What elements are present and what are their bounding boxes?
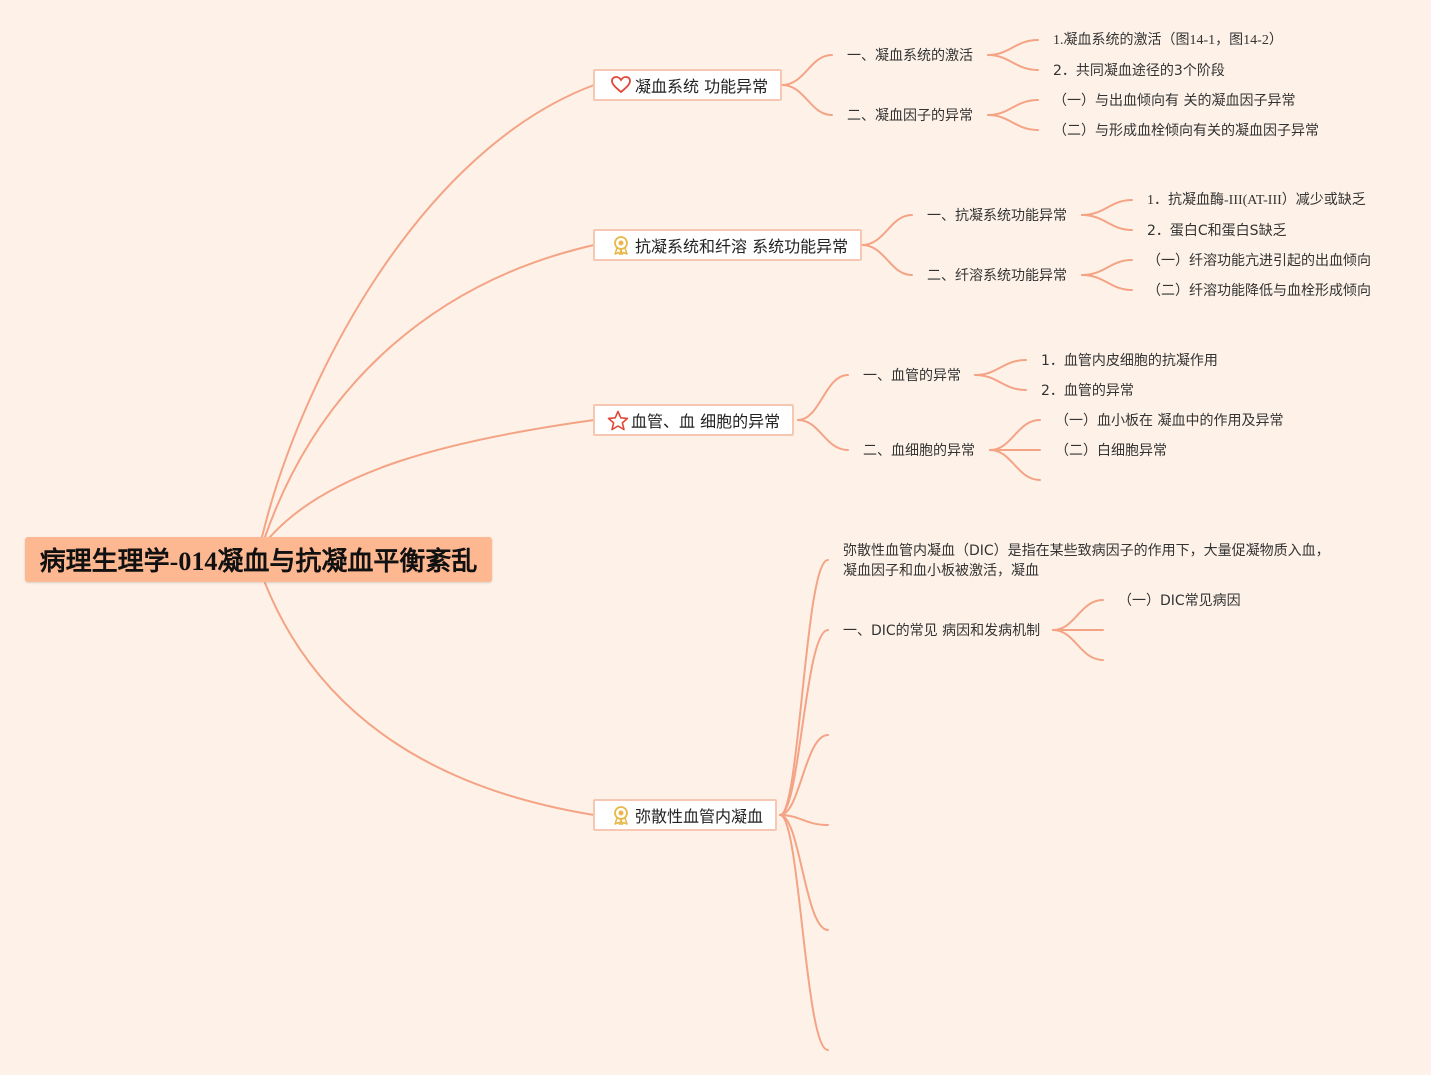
branch-label: 凝血系统 功能异常 — [635, 77, 769, 96]
leaf-platelet[interactable]: （一）血小板在 凝血中的作用及异常 — [1055, 413, 1284, 429]
star-icon — [607, 410, 629, 431]
leaf-vessel-abnormal[interactable]: 2．血管的异常 — [1041, 383, 1134, 399]
leaf-leukocyte[interactable]: （二）白细胞异常 — [1055, 443, 1167, 459]
heart-icon — [611, 75, 631, 95]
branch-anticoag-fibrinolysis[interactable]: 抗凝系统和纤溶 系统功能异常 — [593, 229, 863, 261]
dic-definition[interactable]: 弥散性血管内凝血（DIC）是指在某些致病因子的作用下，大量促凝物质入血，凝血因子… — [843, 543, 1330, 579]
leaf-hyperfibrinolysis[interactable]: （一）纤溶功能亢进引起的出血倾向 — [1147, 253, 1371, 269]
leaf-dic-common-causes[interactable]: （一）DIC常见病因 — [1118, 593, 1241, 609]
branch-label: 弥散性血管内凝血 — [635, 807, 764, 826]
link-root-b2 — [264, 244, 595, 538]
leaf-bleeding-factors[interactable]: （一）与出血倾向有 关的凝血因子异常 — [1053, 93, 1296, 109]
branch-vessel-cell-abnormal[interactable]: 血管、血 细胞的异常 — [593, 404, 795, 436]
leaf-antithrombin[interactable]: 1．抗凝血酶-III(AT-III）减少或缺乏 — [1147, 193, 1366, 208]
branch-label: 抗凝系统和纤溶 系统功能异常 — [635, 237, 849, 256]
leaf-protein-c-s[interactable]: 2．蛋白C和蛋白S缺乏 — [1147, 223, 1287, 239]
branch-coagulation-dysfunction[interactable]: 凝血系统 功能异常 — [593, 69, 783, 101]
leaf-coag-activation-figure[interactable]: 1.凝血系统的激活（图14-1，图14-2） — [1053, 33, 1283, 48]
leaf-hypofibrinolysis[interactable]: （二）纤溶功能降低与血栓形成倾向 — [1147, 283, 1371, 299]
leaf-endothelial-anticoag[interactable]: 1．血管内皮细胞的抗凝作用 — [1041, 353, 1218, 369]
link-root-b1 — [261, 84, 595, 538]
subtopic-vessel-abnormal[interactable]: 一、血管的异常 — [863, 368, 961, 384]
subtopic-dic-causes-mechanism[interactable]: 一、DIC的常见 病因和发病机制 — [843, 623, 1041, 639]
branch-dic[interactable]: 弥散性血管内凝血 — [593, 799, 778, 831]
branch-label: 血管、血 细胞的异常 — [631, 412, 781, 431]
subtopic-blood-cell-abnormal[interactable]: 二、血细胞的异常 — [863, 443, 975, 459]
link-root-b3 — [269, 419, 595, 538]
subtopic-fibrinolysis-abnormal[interactable]: 二、纤溶系统功能异常 — [927, 268, 1067, 284]
leaf-thrombosis-factors[interactable]: （二）与形成血栓倾向有关的凝血因子异常 — [1053, 123, 1319, 139]
award-icon — [611, 235, 631, 256]
root-topic[interactable]: 病理生理学-014凝血与抗凝血平衡紊乱 — [25, 537, 492, 582]
subtopic-anticoag-abnormal[interactable]: 一、抗凝系统功能异常 — [927, 208, 1067, 224]
link-root-b4 — [264, 582, 595, 816]
leaf-common-pathway[interactable]: 2．共同凝血途径的3个阶段 — [1053, 63, 1225, 79]
subtopic-coag-activation[interactable]: 一、凝血系统的激活 — [847, 48, 973, 64]
award-icon — [611, 805, 631, 826]
subtopic-coag-factor-abnormal[interactable]: 二、凝血因子的异常 — [847, 108, 973, 124]
